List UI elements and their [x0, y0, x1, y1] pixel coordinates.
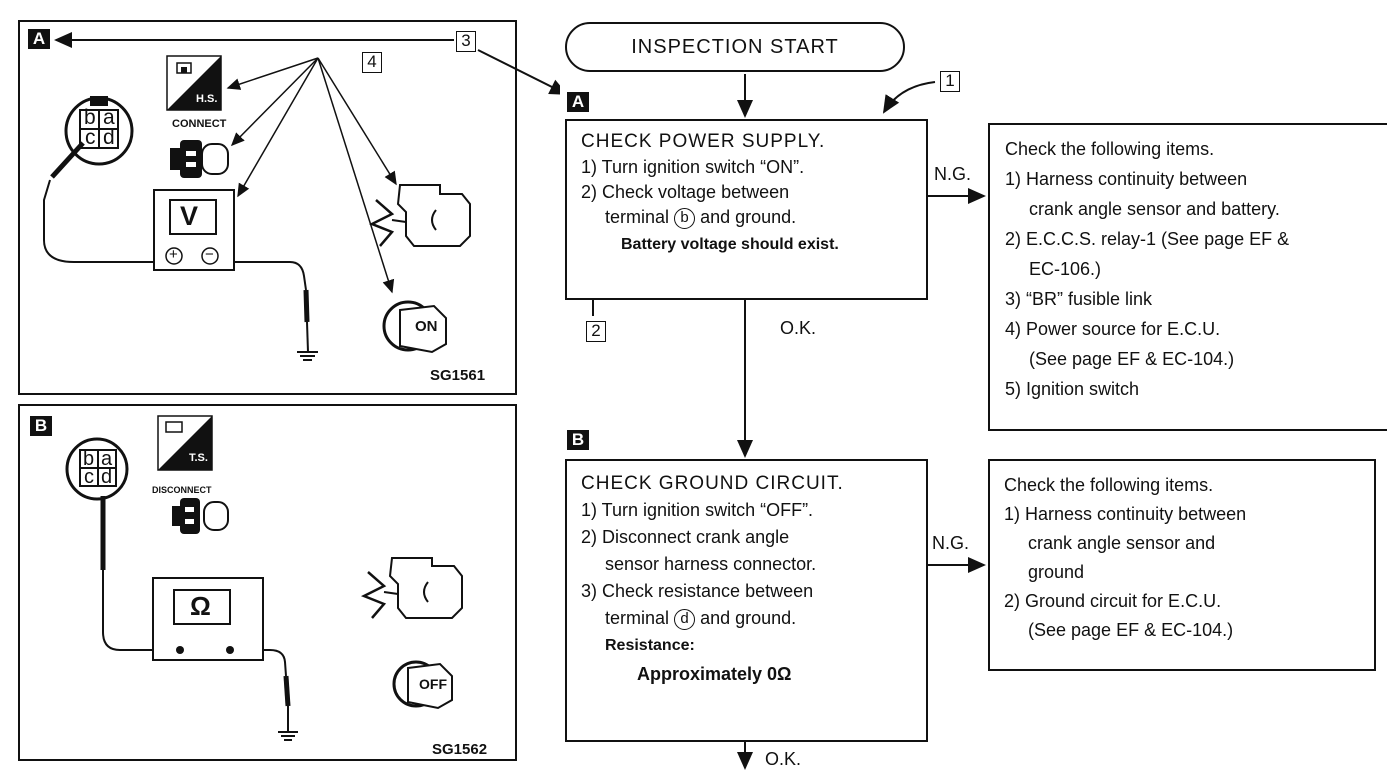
ng1-item4a: 4) Power source for E.C.U. [1005, 319, 1221, 339]
ng-label-1: N.G. [934, 164, 972, 184]
check-ground-circuit-title: CHECK GROUND CIRCUIT. [581, 473, 844, 494]
connect-plug-icon [170, 140, 229, 178]
step2-line2: 2) Disconnect crank angle [581, 527, 790, 547]
engine-b-icon [360, 557, 463, 619]
ng1-item2b: EC-106.) [1029, 259, 1102, 279]
pin-b-c: c [84, 466, 94, 488]
meter-ohm-label: Ω [190, 591, 211, 621]
ng1-item3: 3) “BR” fusible link [1005, 289, 1153, 309]
arrow-3-to-flow-a [477, 49, 560, 95]
callout-4: 4 [362, 52, 382, 73]
meter-plus: + [169, 246, 178, 263]
step2-line5: terminal d and ground. [581, 605, 926, 632]
step1-ground-text: and ground. [700, 207, 797, 227]
disconnect-plug-icon [172, 498, 229, 534]
probe-wire-b [100, 496, 298, 741]
panel-a-tag: A [28, 29, 50, 49]
step1-line2: 2) Check voltage between [581, 182, 790, 202]
ng1-item5: 5) Ignition switch [1005, 379, 1140, 399]
step2-terminal-text: terminal [605, 608, 670, 628]
terminal-b-marker: b [674, 207, 696, 229]
ts-icon [157, 415, 213, 471]
step2-line1: 1) Turn ignition switch “OFF”. [581, 500, 814, 520]
ng2-item2a: 2) Ground circuit for E.C.U. [1004, 591, 1222, 611]
disconnect-label: DISCONNECT [152, 485, 212, 495]
panel-b-drawing [65, 415, 463, 741]
pin-b-d: d [101, 466, 113, 488]
step2-line3: sensor harness connector. [605, 554, 817, 574]
step1-line1: 1) Turn ignition switch “ON”. [581, 157, 805, 177]
switch-off-label: OFF [419, 676, 447, 692]
probe-wire-a [43, 141, 318, 361]
pin-b-a: a [101, 448, 113, 470]
callout-3: 3 [456, 31, 476, 52]
callout-1: 1 [940, 71, 960, 92]
step2-resistance-value: Approximately 0Ω [637, 664, 792, 684]
voltmeter-icon [153, 189, 235, 271]
ohmmeter-icon [152, 577, 264, 661]
ng-items-box-1: Check the following items. 1) Harness co… [988, 123, 1387, 431]
step2-resistance-label: Resistance: [605, 637, 695, 654]
ng1-item4b: (See page EF & EC-104.) [1029, 349, 1235, 369]
flow-tag-a: A [567, 92, 589, 112]
ng1-item1a: 1) Harness continuity between [1005, 169, 1248, 189]
pin-b: b [84, 106, 96, 129]
switch-on-label: ON [415, 318, 438, 335]
ignition-key-on-icon [382, 300, 447, 354]
check-power-supply-box: CHECK POWER SUPPLY. 1) Turn ignition swi… [565, 119, 928, 300]
ng1-item1b: crank angle sensor and battery. [1029, 199, 1280, 219]
ng2-item2b: (See page EF & EC-104.) [1028, 620, 1234, 640]
panel-b-tag: B [30, 416, 52, 436]
check-ground-circuit-box: CHECK GROUND CIRCUIT. 1) Turn ignition s… [565, 459, 928, 742]
ng1-title: Check the following items. [1005, 139, 1215, 159]
callout-4-arrows [226, 57, 397, 294]
ng1-item2a: 2) E.C.C.S. relay-1 (See page EF & [1005, 229, 1290, 249]
connector-b-icon [65, 437, 129, 501]
pin-c: c [85, 126, 96, 149]
ok-label-2: O.K. [765, 749, 802, 769]
figure-code-b: SG1562 [432, 741, 488, 758]
ng2-item1b: crank angle sensor and [1028, 533, 1216, 553]
hs-icon [166, 55, 222, 111]
callout-2: 2 [586, 321, 606, 342]
ok-label-1: O.K. [780, 318, 817, 338]
meter-v-label: V [180, 201, 199, 231]
connect-label: CONNECT [172, 118, 227, 130]
ng2-title: Check the following items. [1004, 475, 1214, 495]
flow-tag-b: B [567, 430, 589, 450]
ts-label: T.S. [189, 452, 208, 464]
pin-b-b: b [83, 448, 95, 470]
ng2-item1c: ground [1028, 562, 1085, 582]
meter-minus: − [205, 246, 214, 263]
panel-a-drawing [43, 32, 560, 361]
ng-items-box-2: Check the following items. 1) Harness co… [988, 459, 1376, 671]
figure-code-a: SG1561 [430, 367, 486, 384]
step2-ground-text: and ground. [700, 608, 797, 628]
ng-label-2: N.G. [932, 533, 970, 553]
ng2-item1a: 1) Harness continuity between [1004, 504, 1247, 524]
inspection-start-node: INSPECTION START [565, 22, 905, 72]
ignition-key-off-icon [392, 660, 453, 710]
hs-label: H.S. [196, 93, 218, 105]
pin-a: a [103, 106, 115, 129]
check-power-supply-title: CHECK POWER SUPPLY. [581, 131, 826, 152]
pin-d: d [103, 126, 115, 149]
terminal-d-marker: d [674, 608, 696, 630]
step1-expected: Battery voltage should exist. [621, 236, 839, 253]
step1-line3: terminal b and ground. [581, 205, 926, 230]
step1-terminal-text: terminal [605, 207, 670, 227]
connector-a-icon [64, 96, 134, 166]
engine-icon [368, 184, 471, 247]
step2-line4: 3) Check resistance between [581, 581, 814, 601]
